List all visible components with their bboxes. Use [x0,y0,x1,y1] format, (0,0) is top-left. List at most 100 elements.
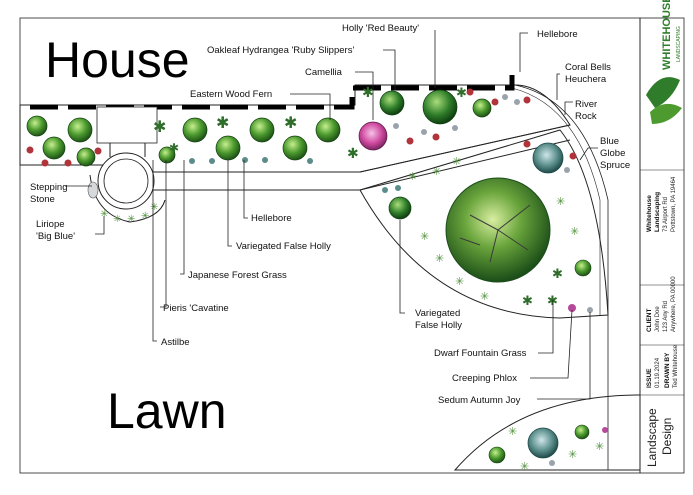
svg-text:✳: ✳ [520,461,529,473]
shrub-icon [488,446,506,464]
issue-heading: ISSUE [646,368,653,388]
fern-icon: ✱ [347,145,359,161]
label-dwarf-fountain-grass: Dwarf Fountain Grass [434,348,527,359]
fern-icon: ✱ [284,115,297,132]
shrub-icon [574,259,592,277]
leader-lines [65,30,598,400]
groundcover-icon: ✳ [420,231,429,243]
fern-icon: ✱ [362,84,374,100]
shrub-icon [182,117,208,143]
rock-dot [564,167,570,173]
house-steps [96,106,158,144]
svg-text:✳: ✳ [127,214,135,225]
liriope-plants: ✳ ✳ ✳ ✳ ✳ [100,202,158,225]
groundcover-icon: ✳ [570,226,579,238]
label-sedum-autumn-joy: Sedum Autumn Joy [438,395,521,406]
shrub-icon [574,424,590,440]
walkway-edge [150,139,571,191]
company-name: Whitehouse [646,195,653,232]
label-variegated: Variegated [415,308,460,319]
holly-icon [379,90,405,116]
label-false-holly: False Holly [415,320,462,331]
shrub-icon [76,147,96,167]
client-heading: CLIENT [646,309,653,333]
shrub-icon [215,135,241,161]
svg-text:✳: ✳ [113,214,121,225]
svg-text:✳: ✳ [150,202,158,213]
label-creeping-phlox: Creeping Phlox [452,373,517,384]
label-coral-bells: Coral Bells [565,62,611,73]
label-astilbe: Astilbe [161,337,190,348]
rock-dot [587,307,593,313]
leaf-icon [650,103,682,124]
rock-dot [395,185,401,191]
title-line-2: Design [660,418,674,455]
fountain-grass-icon: ✱ [552,266,563,281]
svg-text:✳: ✳ [141,211,149,222]
label-blue: Blue [600,136,619,147]
plant-labels: Holly 'Red Beauty' Oakleaf Hydrangea 'Ru… [30,23,630,406]
fountain-grass-icon: ✱ [547,293,558,308]
stepping-stone [87,181,99,199]
fern-icon: ✱ [169,141,179,155]
leaf-icon [646,77,680,108]
groundcover-icon: ✳ [556,196,565,208]
title-line-1: Landscape [645,408,659,467]
label-rock: Rock [575,111,597,122]
hydrangea-icon [422,89,458,125]
label-liriope: Liriope [36,219,65,230]
svg-text:✳: ✳ [508,426,517,438]
label-hellebore-mid: Hellebore [251,213,292,224]
company-name-2: Landscaping [654,192,661,232]
walkway-step-path [109,143,146,157]
svg-text:✳: ✳ [595,441,604,453]
tree-branches [459,204,531,263]
client-name: John Doe [655,306,661,332]
label-heuchera: Heuchera [565,74,607,85]
house-bed-plants: ✱ ✱ ✱ ✱ ✱ ✱ ✱ [26,84,531,167]
spruce-icon [532,142,564,174]
label-japanese-forest-grass: Japanese Forest Grass [188,270,287,281]
logo-subtext: LANDSCAPING [676,26,682,62]
svg-text:✳: ✳ [568,449,577,461]
sedum-dot [568,304,576,312]
client-address: 123 Any Rd [663,301,669,332]
lawn-label: Lawn [107,383,227,439]
label-eastern-wood-fern: Eastern Wood Fern [190,89,272,100]
corner-bed-plants: ✱ ✱ ✱ ✳ ✳ ✳ ✳ ✳ ✳ ✳ ✳ ✳ [382,140,593,313]
groundcover-icon: ✳ [480,291,489,303]
lower-bed-plants: ✳ ✳ ✳ ✳ [488,424,608,473]
label-pieris: Pieris 'Cavatine [163,303,229,314]
shrub-icon [67,117,93,143]
spruce-icon [527,427,559,459]
label-stepping: Stepping [30,182,68,193]
label-variegated-false-holly: Variegated False Holly [236,241,331,252]
false-holly-icon [388,196,412,220]
title-block: WHITEHOUSE LANDSCAPING Whitehouse Landsc… [640,0,684,467]
fern-icon: ✱ [456,85,467,100]
shrub-icon [282,135,308,161]
heuchera-dots [26,88,531,167]
shrub-icon [472,98,492,118]
fern-icon: ✱ [153,119,166,136]
client-city: Anywhere, PA 00000 [671,276,677,332]
label-camellia: Camellia [305,67,343,78]
property-curve [514,84,609,470]
label-oakleaf-hydrangea: Oakleaf Hydrangea 'Ruby Slippers' [207,45,354,56]
shrub-icon [249,117,275,143]
groundcover-icon: ✳ [435,253,444,265]
fern-icon: ✱ [216,115,229,132]
heuchera-dot [523,140,531,148]
camellia-icon [358,121,388,151]
company-address: 73 Airport Rd [663,197,669,232]
house-label: House [45,32,190,88]
property-curve-inner [511,87,601,315]
groundcover-icon: ✳ [452,156,461,168]
label-holly-red-beauty: Holly 'Red Beauty' [342,23,419,34]
label-river: River [575,99,597,110]
heuchera-dot [569,152,577,160]
shrub-icon [315,117,341,143]
groundcover-icon: ✳ [432,166,441,178]
